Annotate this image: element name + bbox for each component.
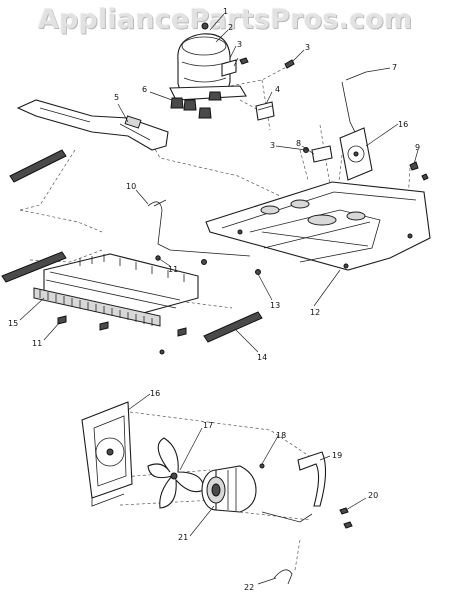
leader-lines xyxy=(19,13,419,585)
fan-shroud xyxy=(81,401,133,507)
callout-11-upper: 11 xyxy=(168,265,178,274)
callout-16-upper: 16 xyxy=(398,120,408,129)
clip xyxy=(273,569,293,585)
condenser-coil xyxy=(33,253,199,327)
relay xyxy=(255,101,275,121)
callout-7: 7 xyxy=(392,63,397,72)
capillary-tube xyxy=(147,199,251,257)
callout-1: 1 xyxy=(223,7,228,16)
fitting xyxy=(303,145,333,163)
callout-11-lower: 11 xyxy=(32,339,42,348)
callout-9: 9 xyxy=(415,143,420,152)
screws-top xyxy=(239,57,295,69)
callout-19: 19 xyxy=(332,451,342,460)
callout-17: 17 xyxy=(203,421,213,430)
watermark-text: AppliancePartsPros.com xyxy=(37,4,413,35)
callout-16-lower: 16 xyxy=(150,389,160,398)
gasket-strip-right xyxy=(203,311,263,343)
screws-right xyxy=(409,161,429,181)
callout-15: 15 xyxy=(8,319,18,328)
callout-13: 13 xyxy=(270,301,280,310)
grommets xyxy=(170,91,222,119)
callout-4: 4 xyxy=(275,85,280,94)
fan-mount-upper xyxy=(339,127,373,181)
callout-14: 14 xyxy=(257,353,267,362)
base-pan xyxy=(205,181,431,271)
callout-22: 22 xyxy=(244,583,254,592)
callout-3a: 3 xyxy=(237,40,242,49)
wire-harness xyxy=(259,463,313,523)
callout-6: 6 xyxy=(142,85,147,94)
motor-bracket xyxy=(297,451,327,507)
gasket-strip-left-lower xyxy=(1,251,67,283)
callout-2: 2 xyxy=(228,23,233,32)
gasket-strip-left xyxy=(9,149,67,183)
fan-motor xyxy=(201,465,257,513)
small-fasteners xyxy=(57,255,261,355)
screws-lower xyxy=(339,507,353,529)
callout-20: 20 xyxy=(368,491,378,500)
callout-8: 8 xyxy=(296,139,301,148)
callout-21: 21 xyxy=(178,533,188,542)
callout-18: 18 xyxy=(276,431,286,440)
bracket xyxy=(16,99,169,151)
callout-5: 5 xyxy=(114,93,119,102)
callout-3c: 3 xyxy=(270,141,275,150)
compressor xyxy=(169,22,247,101)
fan-blade xyxy=(147,437,205,509)
callout-labels: 1 2 3 3 4 5 6 7 3 8 16 9 10 11 12 13 14 … xyxy=(8,7,420,592)
callout-12: 12 xyxy=(310,308,320,317)
callout-3b: 3 xyxy=(305,43,310,52)
callout-10: 10 xyxy=(126,182,136,191)
